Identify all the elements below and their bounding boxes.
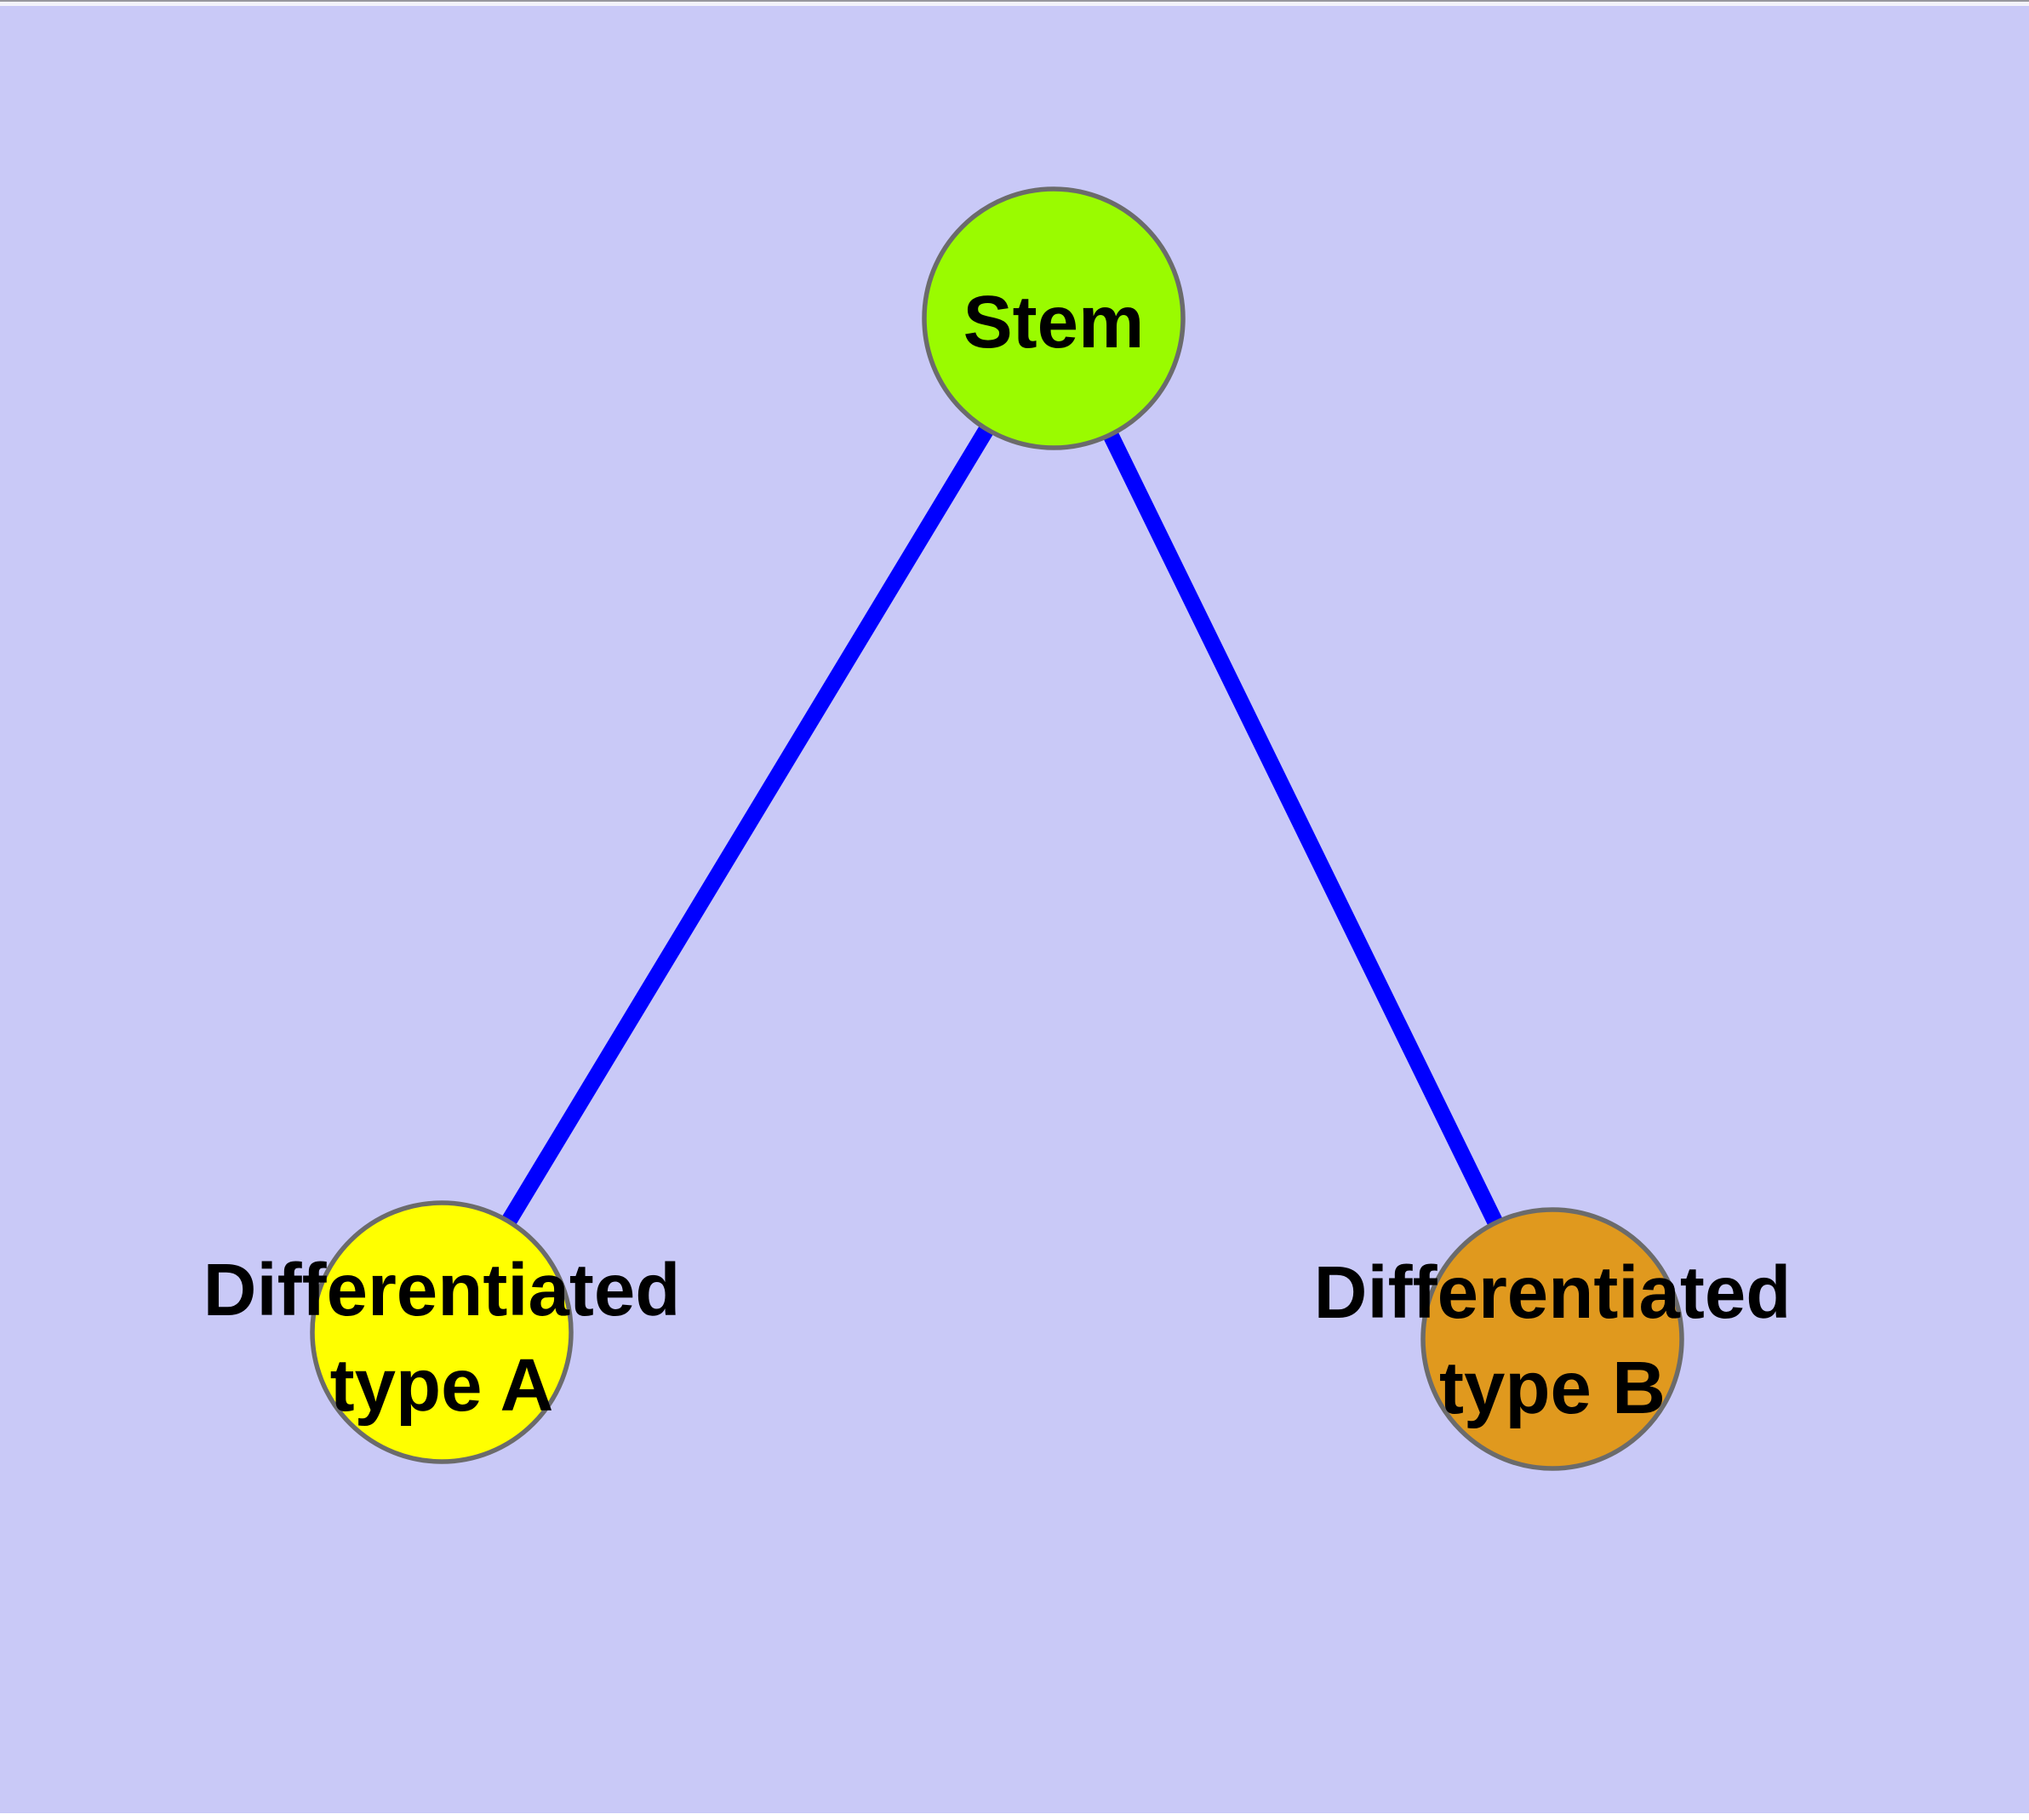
top-edge-line [0,0,2029,2]
edges [434,314,1560,1343]
edge-stem-to-type-a [434,314,1061,1336]
edge-stem-to-type-b [1046,314,1560,1343]
node-differentiated-type-a-label-line2: type A [330,1344,554,1427]
node-stem: Stem [922,186,1186,450]
node-differentiated-type-b-label-line2: type B [1439,1347,1666,1429]
node-differentiated-type-b-circle [1420,1207,1684,1471]
node-differentiated-type-a-circle [310,1200,574,1464]
node-differentiated-type-a-label-line1: Differentiated [203,1249,681,1331]
top-edge-strip [0,2,2029,6]
node-stem-label: Stem [963,281,1145,363]
node-differentiated-type-b-label-line1: Differentiated [1314,1251,1792,1334]
node-differentiated-type-b: Differentiated type B [1314,1207,1792,1471]
node-stem-circle [922,186,1186,450]
node-differentiated-type-a: Differentiated type A [203,1200,681,1464]
